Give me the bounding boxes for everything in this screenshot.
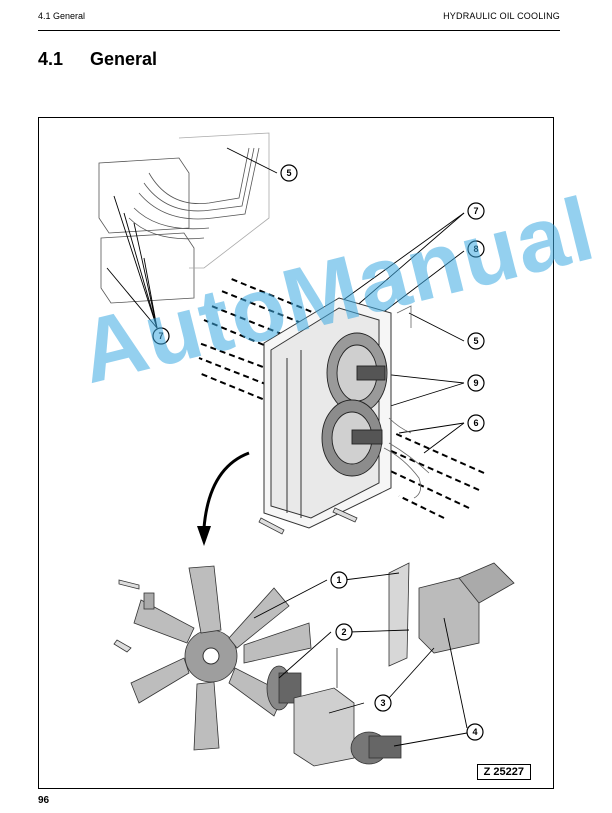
callout-9: 9 bbox=[473, 378, 478, 388]
section-number: 4.1 bbox=[38, 49, 64, 69]
callout-3: 3 bbox=[380, 698, 385, 708]
callout-6: 6 bbox=[473, 418, 478, 428]
callout-5-right: 5 bbox=[473, 336, 478, 346]
header-section: 4.1 General bbox=[38, 11, 86, 21]
exploded-diagram: 5 7 8 5 9 6 7 1 2 3 4 Z 25227 bbox=[38, 117, 554, 789]
page-number: 96 bbox=[38, 795, 50, 806]
header-chapter: HYDRAULIC OIL COOLING bbox=[443, 11, 560, 21]
callout-8: 8 bbox=[473, 244, 478, 254]
callout-1: 1 bbox=[336, 575, 341, 585]
header-rule bbox=[38, 30, 560, 31]
diagram-drawing: 5 7 8 5 9 6 7 1 2 3 4 bbox=[98, 132, 515, 767]
section-title: General bbox=[90, 49, 158, 69]
figure-reference: Z 25227 bbox=[476, 764, 531, 780]
callout-7-right: 7 bbox=[473, 206, 478, 216]
callout-2: 2 bbox=[341, 627, 346, 637]
page-title: 4.1 General bbox=[38, 49, 157, 70]
callout-7-left: 7 bbox=[158, 331, 163, 341]
callout-5-upper: 5 bbox=[286, 168, 291, 178]
callout-4: 4 bbox=[472, 727, 477, 737]
